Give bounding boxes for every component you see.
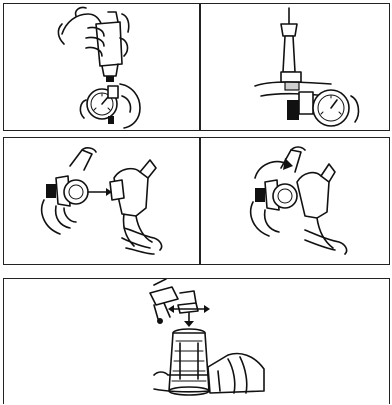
lid-to-cup-icon	[4, 279, 388, 405]
tighten-adapter-icon	[201, 138, 388, 263]
step-panel-5	[3, 278, 390, 404]
bottle-to-regulator-icon	[4, 4, 198, 129]
step-panel-2	[200, 3, 390, 131]
step-panel-3	[3, 137, 200, 265]
adapter-to-gun-icon	[4, 138, 198, 263]
step-panel-1	[3, 3, 200, 131]
step-panel-4	[200, 137, 390, 265]
regulator-mounted-icon	[201, 4, 388, 129]
